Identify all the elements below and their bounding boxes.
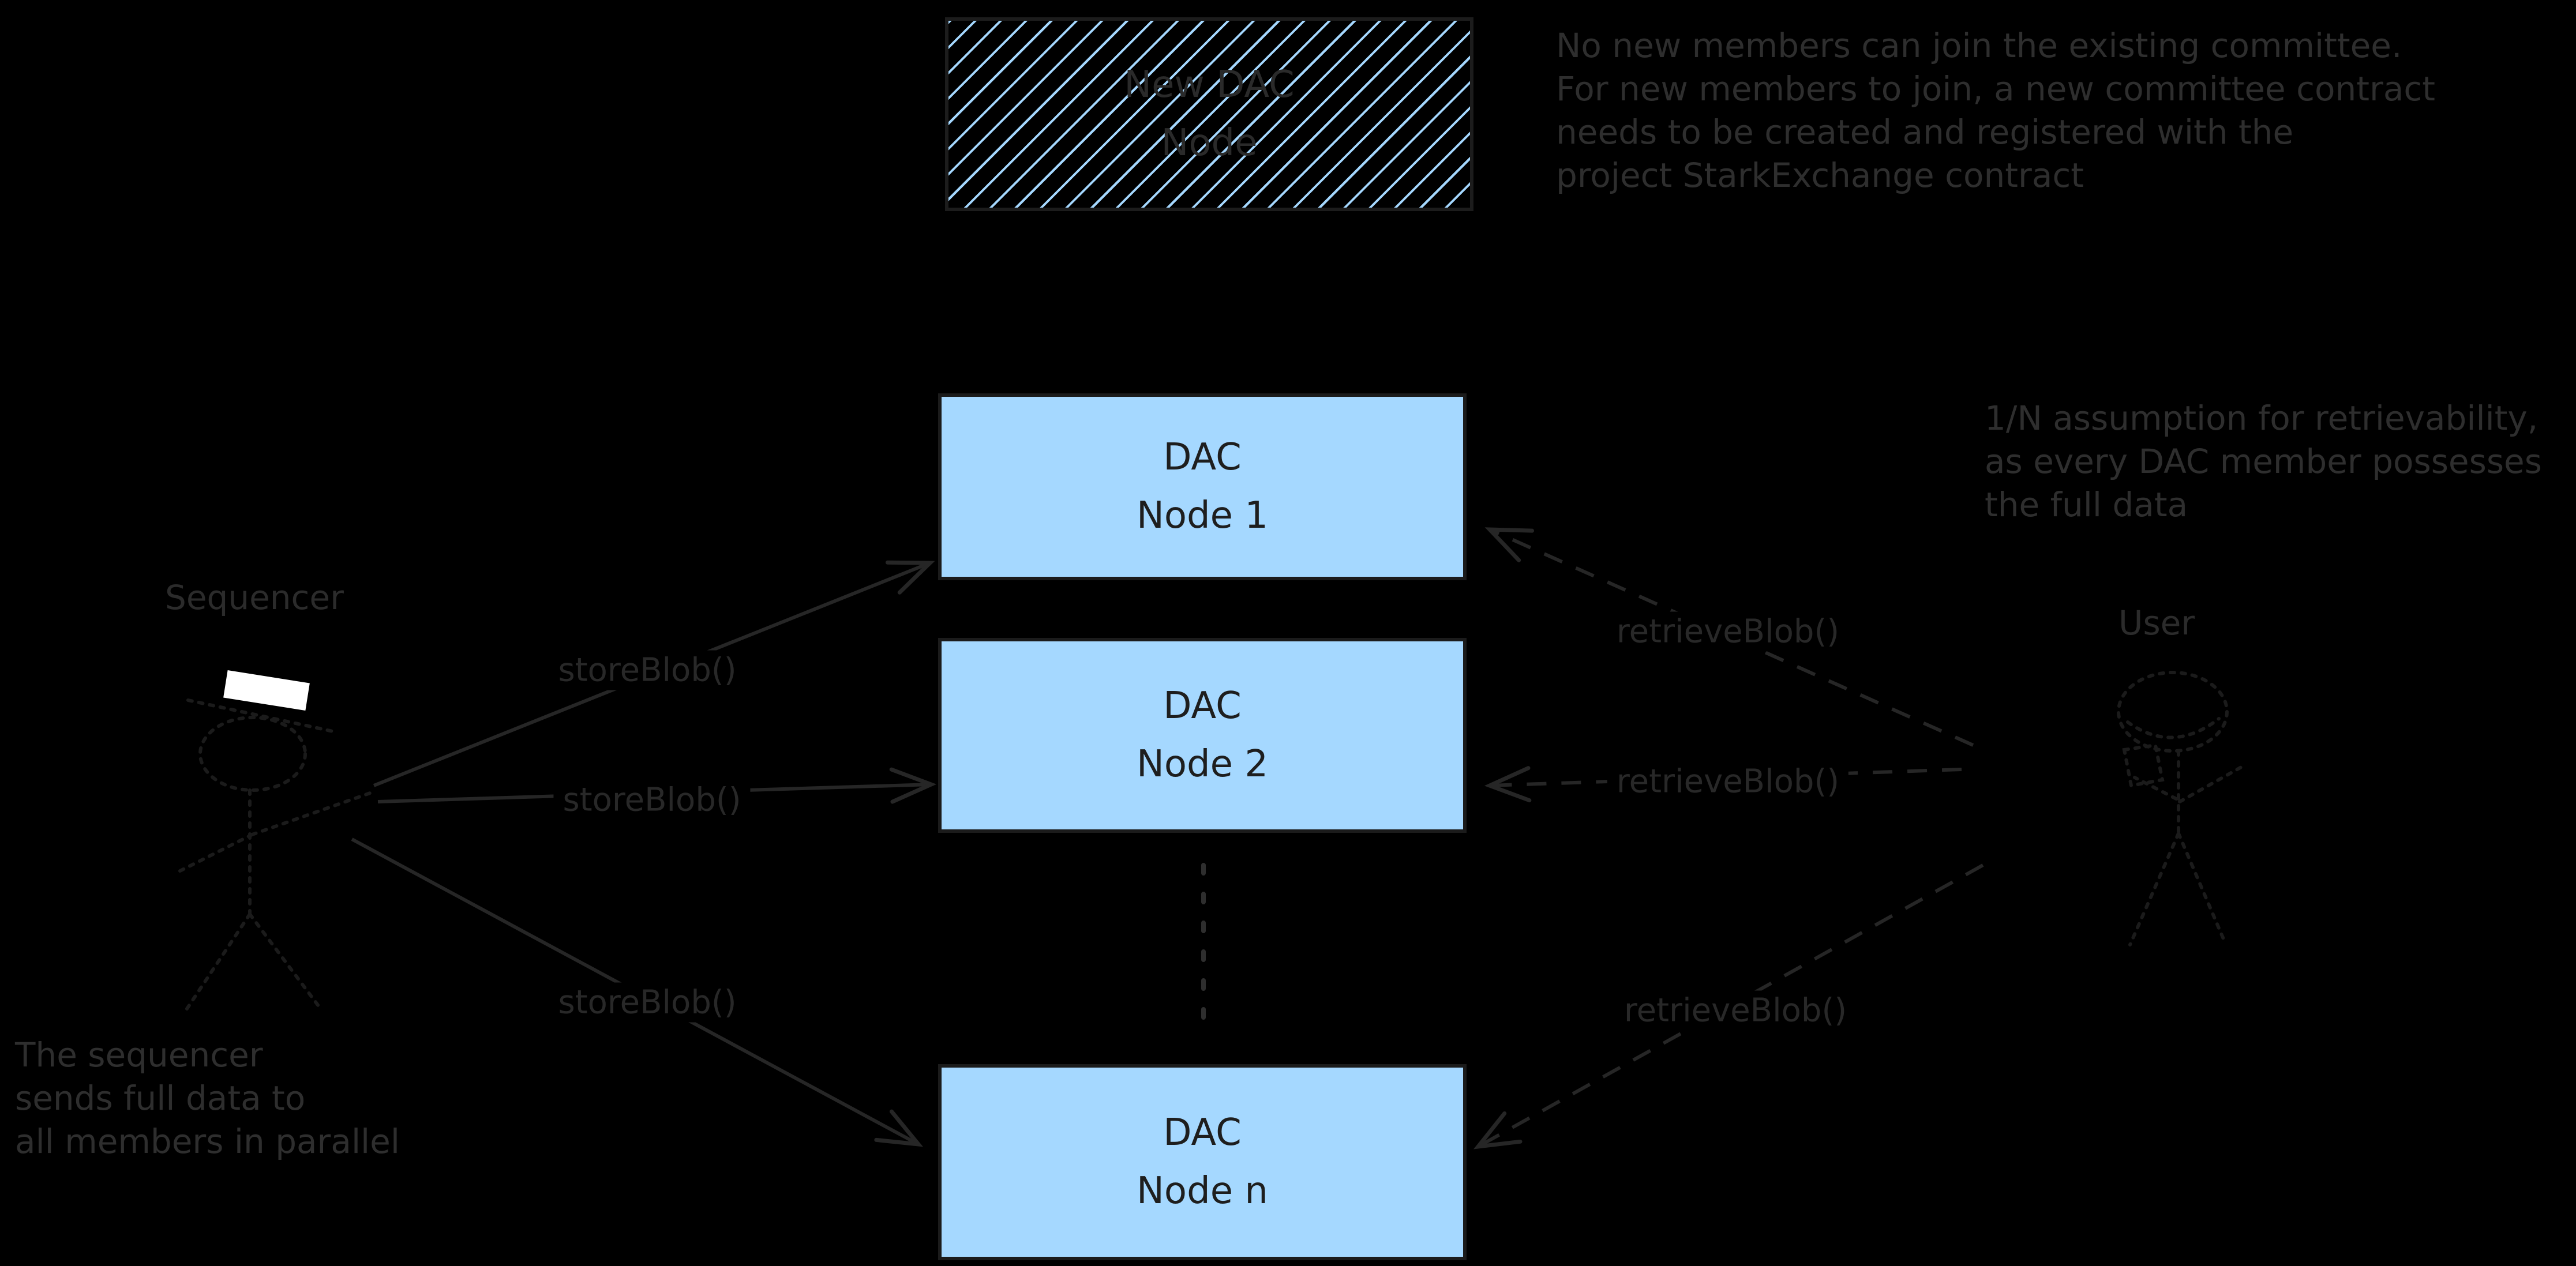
store-blob-label-2: storeBlob()	[553, 780, 751, 820]
dac-node-n-box: DAC Node n	[938, 1064, 1467, 1260]
retrieve-blob-label-3: retrieveBlob()	[1614, 990, 1857, 1031]
sequencer-label: Sequencer	[165, 578, 344, 617]
store-blob-label-3: storeBlob()	[549, 982, 746, 1023]
dac-node-2-box: DAC Node 2	[938, 638, 1467, 833]
committee-note-line3: needs to be created and registered with …	[1556, 112, 2294, 152]
dac-node-1-label-line1: DAC	[1163, 435, 1242, 479]
dac-node-2-label-line1: DAC	[1163, 684, 1242, 727]
sequencer-hat-icon	[223, 670, 310, 711]
dac-node-n-label-line2: Node n	[1137, 1170, 1268, 1212]
parallel-note-line2: sends full data to	[15, 1079, 306, 1118]
retrieve-arrow-node1	[1484, 527, 1974, 747]
retrieve-arrow-node2	[1484, 766, 1962, 803]
retrieve-blob-label-2: retrieveBlob()	[1607, 761, 1849, 802]
dac-node-n-label-line1: DAC	[1163, 1111, 1242, 1154]
new-dac-node-label-line2: Node	[1161, 122, 1258, 164]
parallel-note-line1: The sequencer	[15, 1035, 263, 1075]
dac-node-1-box: DAC Node 1	[938, 393, 1467, 580]
sequencer-hat-brim	[186, 698, 335, 733]
store-blob-label-1: storeBlob()	[549, 650, 746, 690]
new-dac-node-box: New DAC Node	[945, 17, 1473, 211]
committee-note: No new members can join the existing com…	[1556, 24, 2435, 197]
committee-note-line2: For new members to join, a new committee…	[1556, 69, 2436, 108]
user-figure-icon	[2117, 671, 2247, 946]
retrievability-note-line2: as every DAC member possesses	[1985, 442, 2542, 481]
new-dac-node-label-line1: New DAC	[1124, 63, 1295, 106]
retrievability-note-line1: 1/N assumption for retrievability,	[1985, 399, 2538, 438]
user-label: User	[2118, 603, 2195, 643]
committee-note-line1: No new members can join the existing com…	[1556, 26, 2402, 65]
retrievability-note: 1/N assumption for retrievability, as ev…	[1985, 397, 2542, 527]
parallel-note: The sequencer sends full data to all mem…	[15, 1034, 400, 1163]
sequencer-figure-icon	[176, 670, 377, 1016]
dac-node-1-label-line2: Node 1	[1136, 494, 1269, 537]
parallel-note-line3: all members in parallel	[15, 1122, 400, 1161]
committee-note-line4: project StarkExchange contract	[1556, 156, 2084, 195]
dac-node-2-label-line2: Node 2	[1136, 743, 1269, 786]
retrievability-note-line3: the full data	[1985, 485, 2188, 524]
retrieve-blob-label-1: retrieveBlob()	[1607, 611, 1849, 652]
